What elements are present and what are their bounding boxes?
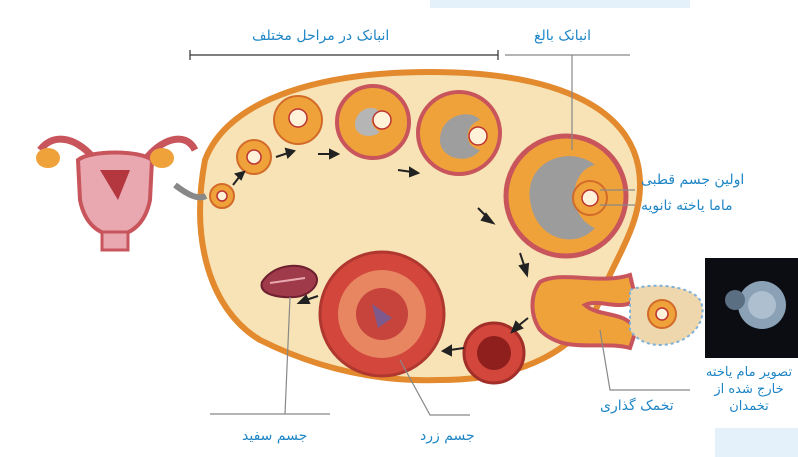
photo-caption: تصویر مام یاخته خارج شده از تخمدان (700, 364, 798, 415)
photo-caption-line3: تخمدان (700, 398, 798, 415)
follicle-stage-5 (418, 92, 500, 174)
follicle-stage-4 (337, 86, 409, 158)
photo-caption-line1: تصویر مام یاخته (700, 364, 798, 381)
label-secondary-oocyte: ماما یاخته ثانویه (641, 198, 733, 214)
follicle-stage-1 (210, 184, 234, 208)
label-follicle-stages: انبانک در مراحل مختلف (252, 28, 389, 44)
label-first-polar-body: اولین جسم قطبی (641, 172, 744, 188)
corpus-luteum-early (464, 323, 524, 383)
mature-follicle (506, 136, 626, 256)
top-decoration (430, 0, 690, 8)
label-mature-follicle: انبانک بالغ (534, 28, 591, 44)
label-ovulation: تخمک گذاری (600, 398, 674, 414)
uterus-illustration (36, 139, 206, 250)
corpus-luteum (320, 252, 444, 376)
ovulation-illustration (533, 275, 703, 348)
follicle-stage-2 (237, 140, 271, 174)
bottom-decoration (715, 428, 798, 457)
stages-bracket (190, 50, 498, 60)
label-corpus-luteum: جسم زرد (420, 428, 475, 444)
label-corpus-albicans: جسم سفید (242, 428, 307, 444)
oocyte-photo (705, 258, 798, 358)
photo-caption-line2: خارج شده از (700, 381, 798, 398)
follicle-stage-3 (274, 96, 322, 144)
